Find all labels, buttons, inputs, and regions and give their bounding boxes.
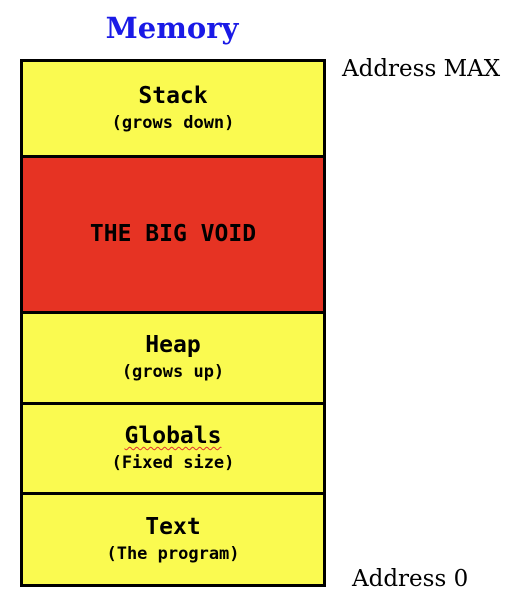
diagram-title: Memory xyxy=(105,11,239,45)
big-void-label: THE BIG VOID xyxy=(89,221,257,248)
stack-note: (grows down) xyxy=(111,112,235,133)
globals-segment: Globals (Fixed size) xyxy=(23,402,323,492)
memory-layout-column: Stack (grows down) THE BIG VOID Heap (gr… xyxy=(20,59,326,587)
globals-label: Globals xyxy=(124,422,222,449)
text-note: (The program) xyxy=(106,543,240,564)
text-label: Text xyxy=(145,513,201,540)
stack-label: Stack xyxy=(138,82,208,109)
heap-label: Heap xyxy=(145,332,201,359)
heap-note: (grows up) xyxy=(121,362,225,383)
heap-segment: Heap (grows up) xyxy=(23,311,323,402)
text-segment: Text (The program) xyxy=(23,492,323,584)
big-void-segment: THE BIG VOID xyxy=(23,155,323,311)
globals-note: (Fixed size) xyxy=(111,452,235,473)
address-zero-label: Address 0 xyxy=(352,566,469,592)
address-max-label: Address MAX xyxy=(342,56,501,82)
stack-segment: Stack (grows down) xyxy=(23,62,323,155)
